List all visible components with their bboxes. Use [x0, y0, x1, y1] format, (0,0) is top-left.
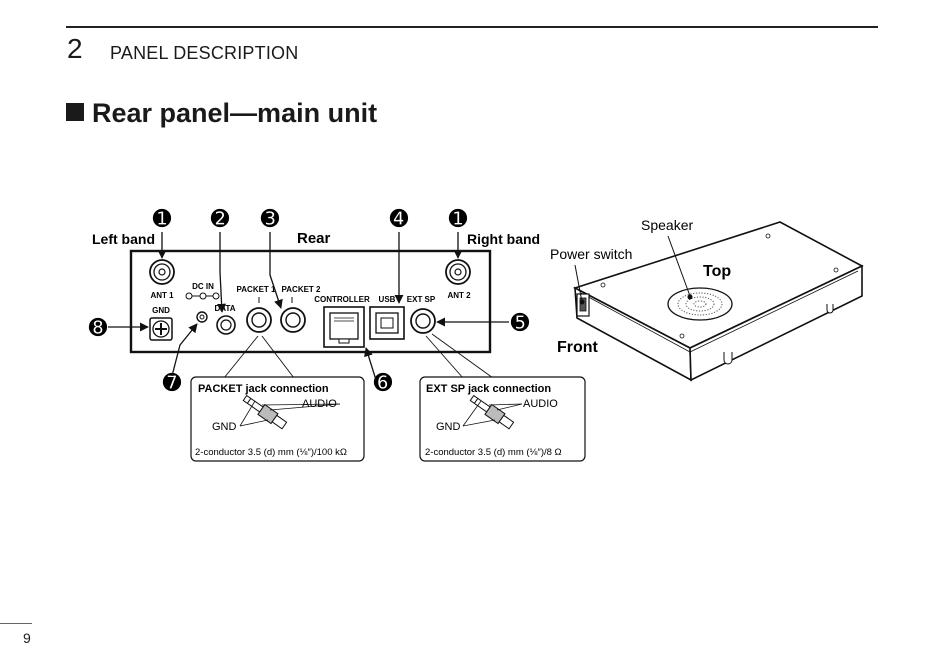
main-unit-illustration: [572, 221, 864, 382]
dc-polarity-icon: [185, 292, 220, 300]
usb-port: [369, 306, 405, 340]
extsp-spec: 2-conductor 3.5 (d) mm (⅛″)/8 Ω: [425, 447, 562, 458]
controller-label: CONTROLLER: [314, 295, 370, 304]
ant1-label: ANT 1: [150, 291, 174, 300]
packet-box-title: PACKET jack connection: [198, 383, 329, 395]
callout-5: ➎: [511, 310, 530, 335]
ant2-label: ANT 2: [447, 291, 471, 300]
packet1-label: PACKET 1: [237, 285, 277, 294]
detail-leaders: [223, 333, 494, 379]
power-switch-label: Power switch: [550, 246, 632, 262]
rear-panel-plate: [129, 249, 492, 354]
packet2-jack: [280, 307, 306, 333]
square-bullet-icon: [66, 103, 84, 121]
gnd-terminal: [149, 317, 173, 341]
dc-in-jack: [196, 311, 208, 323]
callout-arrows: [108, 232, 509, 381]
section-title: Rear panel—main unit: [92, 98, 378, 128]
front-label: Front: [557, 339, 599, 356]
footer-rule: [0, 623, 32, 624]
ext-sp-label: EXT SP: [407, 295, 436, 304]
plug-icon: [469, 394, 515, 430]
speaker-label: Speaker: [641, 217, 693, 233]
extsp-connection-box: EXT SP jack connection AUDIO GND 2-condu…: [419, 376, 586, 462]
controller-port: [323, 306, 365, 348]
gnd-label: GND: [152, 306, 170, 315]
packet-spec: 2-conductor 3.5 (d) mm (⅛″)/100 kΩ: [195, 447, 347, 458]
packet-gnd-label: GND: [212, 421, 237, 433]
data-label: DATA: [214, 304, 235, 313]
callout-6: ➏: [374, 370, 393, 395]
header-rule: [66, 26, 878, 28]
callout-4: ➍: [390, 206, 409, 231]
extsp-audio-label: AUDIO: [523, 398, 558, 410]
power-switch: [576, 293, 590, 317]
top-label: Top: [703, 263, 731, 280]
callout-1-left: ➊: [153, 206, 172, 231]
chapter-number: 2: [67, 33, 83, 64]
packet1-jack: [246, 307, 272, 333]
packet-audio-label: AUDIO: [302, 398, 337, 410]
ext-sp-jack: [410, 308, 436, 334]
packet2-label: PACKET 2: [282, 285, 322, 294]
ant1-connector: [149, 259, 175, 285]
packet-connection-box: PACKET jack connection AUDIO GND 2-condu…: [190, 376, 365, 462]
callout-8: ➑: [89, 315, 108, 340]
section-heading: Rear panel—main unit: [66, 96, 377, 130]
callout-3: ➌: [261, 206, 280, 231]
ant2-connector: [445, 259, 471, 285]
extsp-box-title: EXT SP jack connection: [426, 383, 551, 395]
data-jack: [216, 315, 236, 335]
usb-label: USB: [379, 295, 396, 304]
page-number: 9: [23, 630, 31, 646]
chapter-title: PANEL DESCRIPTION: [110, 43, 299, 63]
right-band-label: Right band: [467, 231, 540, 247]
left-band-label: Left band: [92, 231, 155, 247]
callout-7: ➐: [163, 370, 182, 395]
rear-view-title: Rear: [297, 230, 331, 247]
callout-1-right: ➊: [449, 206, 468, 231]
extsp-gnd-label: GND: [436, 421, 461, 433]
callout-2: ➋: [211, 206, 230, 231]
dc-in-label: DC IN: [192, 282, 214, 291]
speaker-grille: [667, 287, 733, 321]
